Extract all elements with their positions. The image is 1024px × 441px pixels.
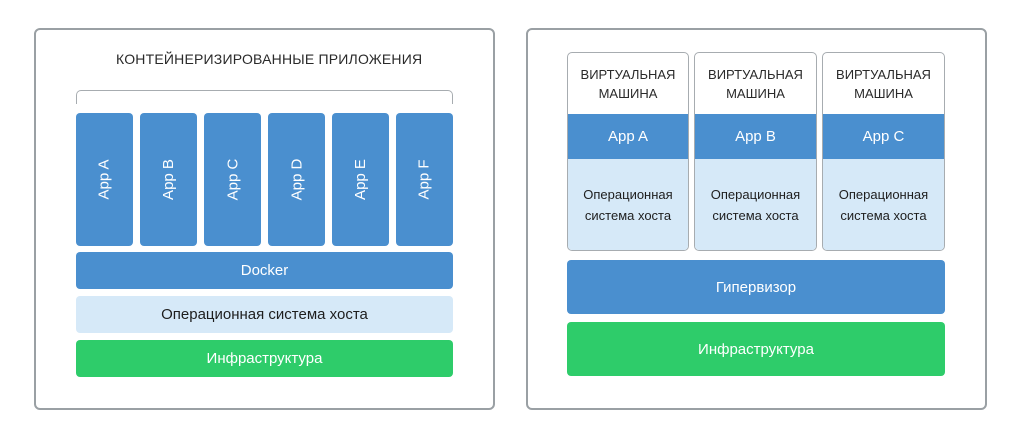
- vm-label: ВИРТУАЛЬНАЯ МАШИНА: [708, 66, 803, 101]
- vm-label: ВИРТУАЛЬНАЯ МАШИНА: [580, 66, 676, 101]
- containers-title: КОНТЕЙНЕРИЗИРОВАННЫЕ ПРИЛОЖЕНИЯ: [116, 51, 423, 67]
- container-app-f: App F: [396, 113, 453, 246]
- container-app-label: App B: [160, 159, 177, 200]
- container-app-label: App D: [287, 158, 305, 201]
- infrastructure-layer: Инфраструктура: [76, 340, 453, 377]
- vm-guest-os: Операционная система хоста: [568, 159, 688, 250]
- vm-app: App A: [568, 114, 688, 159]
- container-app-label: App F: [416, 159, 433, 200]
- host-os-layer: Операционная система хоста: [76, 296, 453, 333]
- container-app-label: App E: [352, 159, 369, 200]
- vm-guest-os: Операционная система хоста: [695, 159, 816, 250]
- vm-app: App B: [695, 114, 816, 159]
- container-app-e: App E: [332, 113, 389, 246]
- vm-guest-os: Операционная система хоста: [823, 159, 944, 250]
- vm-c: ВИРТУАЛЬНАЯ МАШИНА App C Операционная си…: [822, 52, 945, 251]
- container-app-c: App C: [204, 113, 261, 246]
- container-app-b: App B: [140, 113, 197, 246]
- vm-b: ВИРТУАЛЬНАЯ МАШИНА App B Операционная си…: [694, 52, 817, 251]
- container-app-label: App A: [95, 159, 113, 200]
- docker-layer: Docker: [76, 252, 453, 289]
- container-app-label: App C: [223, 158, 241, 201]
- vm-app: App C: [823, 114, 944, 159]
- vm-a: ВИРТУАЛЬНАЯ МАШИНА App A Операционная си…: [567, 52, 689, 251]
- infrastructure-layer: Инфраструктура: [567, 322, 945, 376]
- vm-label: ВИРТУАЛЬНАЯ МАШИНА: [836, 66, 931, 101]
- hypervisor-layer: Гипервизор: [567, 260, 945, 314]
- container-app-d: App D: [268, 113, 325, 246]
- container-app-a: App A: [76, 113, 133, 246]
- apps-bracket: [76, 90, 453, 104]
